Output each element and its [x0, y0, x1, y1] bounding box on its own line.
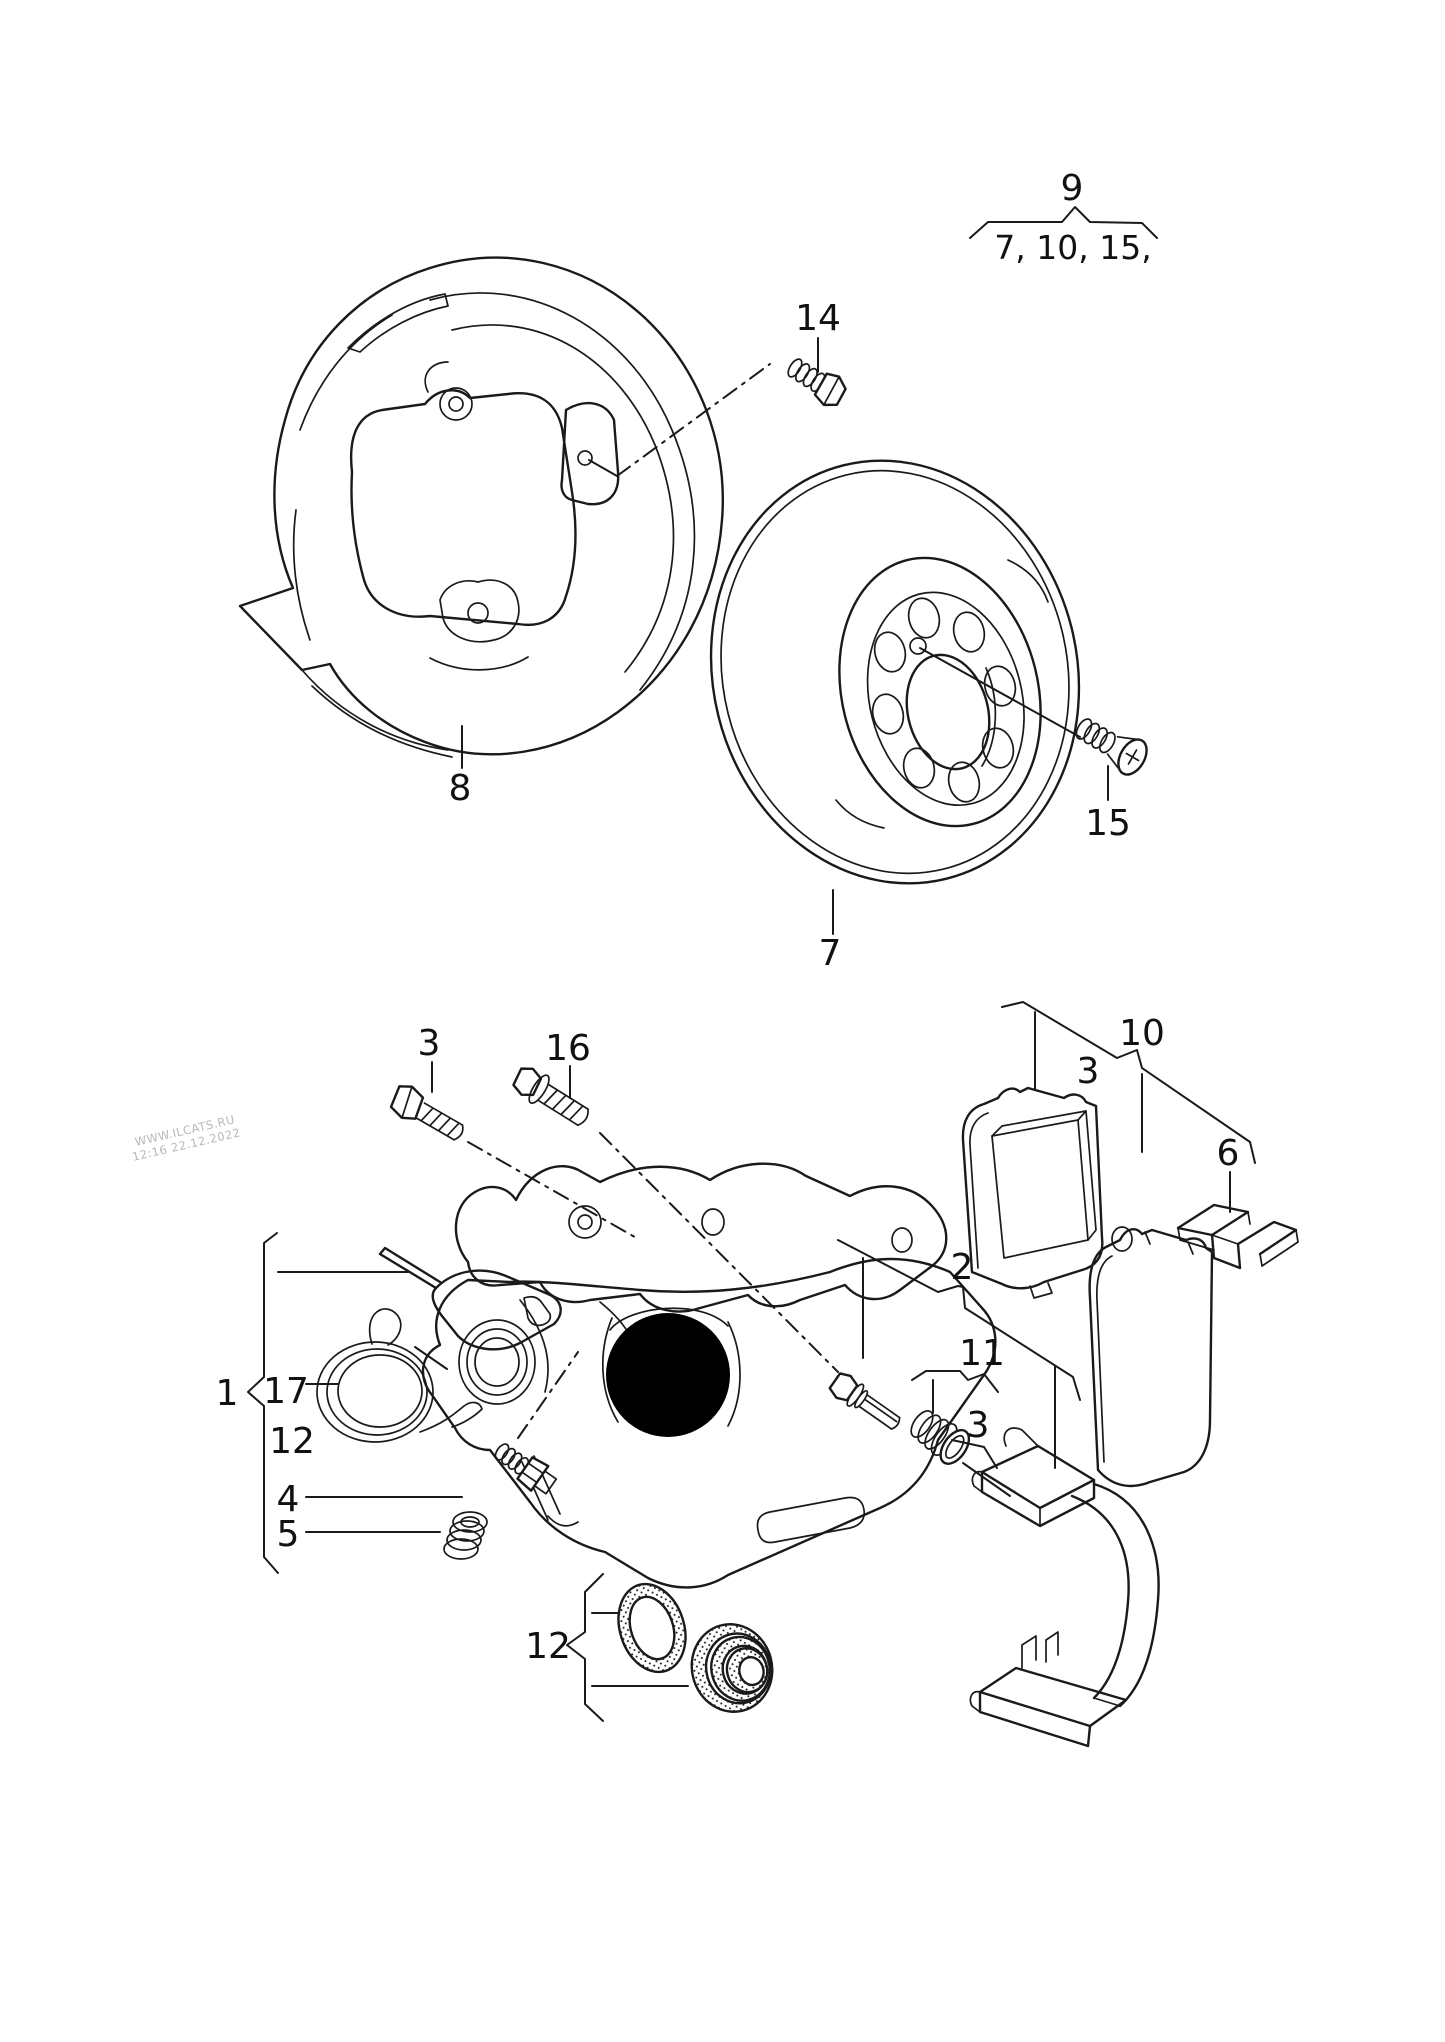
callout-12-lower: 12 [525, 1626, 571, 1667]
callout-3-pad: 3 [1077, 1051, 1100, 1092]
caliper-drawing [378, 1162, 997, 1589]
screw15-drawing [919, 647, 1148, 801]
callout-1: 1 [216, 1373, 239, 1414]
outer-pad-drawing [961, 1086, 1104, 1299]
guide-pin-drawing [828, 1372, 901, 1430]
callout-6: 6 [1217, 1133, 1240, 1174]
retainer-clip-drawing [1176, 1203, 1299, 1270]
disc-locating-hole [909, 637, 927, 655]
callout-11: 11 [959, 1333, 1005, 1374]
callout-15: 15 [1085, 803, 1131, 844]
callout-8: 8 [449, 768, 472, 809]
brake-disc-drawing [709, 459, 1081, 885]
callout-17: 17 [263, 1371, 309, 1412]
bolt14-drawing [588, 337, 847, 477]
callout-5: 5 [277, 1514, 300, 1555]
callout-labels: 9 7, 10, 15, 14 8 15 7 3 16 10 3 6 2 11 … [216, 168, 1240, 1667]
carrier-bracket-drawing [969, 1427, 1160, 1748]
leader-lines [247, 725, 1256, 1722]
seal-kit-drawing [617, 1582, 774, 1713]
blackout-dot [606, 1313, 730, 1437]
spring5-drawing [443, 1511, 488, 1560]
callout-14: 14 [795, 298, 841, 339]
bolt16-drawing [512, 1065, 839, 1373]
spring17-drawing [316, 1308, 483, 1443]
callout-16: 16 [545, 1028, 591, 1069]
callout-4: 4 [277, 1479, 300, 1520]
bolt3-upper-drawing [389, 1061, 641, 1241]
callout-2: 2 [951, 1247, 974, 1288]
sleeve-drawing [910, 1410, 1011, 1497]
inner-pad-drawing [1088, 1226, 1214, 1488]
callout-3-sleeve: 3 [967, 1405, 990, 1446]
adjuster4-drawing [494, 1351, 579, 1495]
callout-10: 10 [1119, 1013, 1165, 1054]
callout-group-9-items: 7, 10, 15, [994, 228, 1151, 267]
splash-shield-drawing [238, 256, 724, 758]
group9-bracket [969, 206, 1158, 239]
callout-7: 7 [819, 933, 842, 974]
callout-12-upper: 12 [269, 1421, 315, 1462]
watermark: WWW.ILCATS.RU 12:16 22.12.2022 [131, 1112, 242, 1164]
callout-3-upper: 3 [418, 1023, 441, 1064]
callout-group-9: 9 [1061, 168, 1084, 209]
